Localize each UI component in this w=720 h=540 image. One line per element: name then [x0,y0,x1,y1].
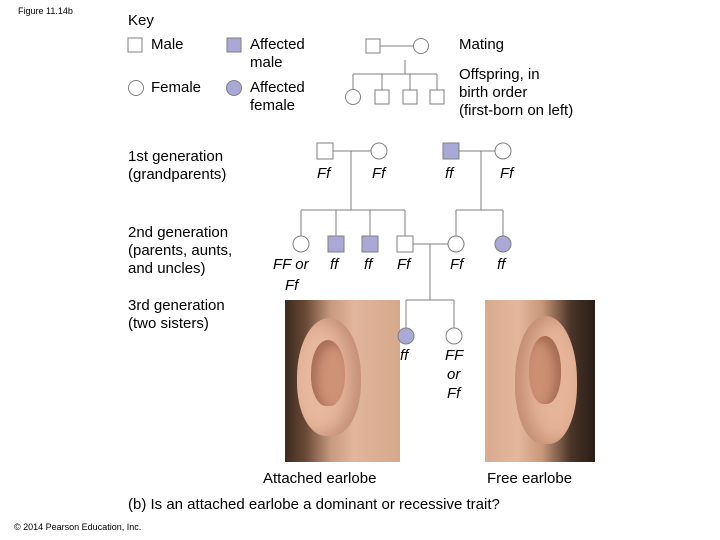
key-mating-symbol [365,38,429,54]
key-title: Key [128,12,154,29]
question-text: (b) Is an attached earlobe a dominant or… [128,496,500,513]
key-affected-female-label-line1: Affected [250,79,305,96]
gen1-couple-left [316,142,388,210]
key-female-label: Female [151,79,202,96]
key-female-symbol [128,80,144,96]
genotype-gen2-3: ff [364,256,373,273]
gen2-individual-3 [361,235,379,253]
free-earlobe-photo [485,300,595,462]
figure-label: Figure 11.14b [18,6,73,16]
gen3-individual-1 [397,327,415,345]
genotype-gen2-2: ff [330,256,339,273]
genotype-gen2-5: Ff [450,256,464,273]
key-affected-female-symbol [226,80,242,96]
key-offspring-label-line1: Offspring, in [459,66,540,83]
gen1-couple-right [442,142,512,210]
genotype-gen2-1-line2: Ff [285,277,299,294]
key-affected-male-label-line2: male [250,54,283,71]
genotype-gen3-2-line2: or [447,366,461,383]
key-offspring-label-line2: birth order [459,84,528,101]
gen3-label-line1: 3rd generation [128,297,225,314]
gen2-sibship-lines [300,209,504,328]
key-affected-male-label-line1: Affected [250,36,305,53]
key-mating-label: Mating [459,36,505,53]
attached-earlobe-photo [285,300,400,462]
free-earlobe-caption: Free earlobe [487,470,573,487]
gen2-individual-1 [292,235,310,253]
genotype-gen3-2-line1: FF [445,347,464,364]
key-offspring-label-line3: (first-born on left) [459,102,574,119]
key-affected-male-symbol [226,37,242,53]
gen2-label-line1: 2nd generation [128,224,229,241]
gen3-label-line2: (two sisters) [128,315,209,332]
genotype-gen2-4: Ff [397,256,411,273]
gen2-label-line3: and uncles) [128,260,206,277]
attached-earlobe-caption: Attached earlobe [263,470,377,487]
gen1-label-line1: 1st generation [128,148,224,165]
gen2-individual-6 [494,235,512,253]
genotype-gen1-male-right: ff [445,165,454,182]
genotype-gen3-1: ff [400,347,409,364]
gen2-individual-5 [447,235,465,253]
gen1-label-line2: (grandparents) [128,166,227,183]
copyright-notice: © 2014 Pearson Education, Inc. [14,522,142,532]
gen2-individual-4 [396,235,414,253]
genotype-gen2-6: ff [497,256,506,273]
genotype-gen1-female-right: Ff [500,165,514,182]
genotype-gen2-1-line1: FF or [273,256,309,273]
genotype-gen3-2-line3: Ff [447,385,461,402]
gen2-individual-2 [327,235,345,253]
gen3-individual-2 [445,327,463,345]
genotype-gen1-female-left: Ff [372,165,386,182]
key-male-label: Male [151,36,184,53]
key-male-symbol [127,37,143,53]
genotype-gen1-male-left: Ff [317,165,331,182]
key-affected-female-label-line2: female [250,97,296,114]
key-offspring-symbol [345,60,445,105]
gen2-label-line2: (parents, aunts, [128,242,233,259]
